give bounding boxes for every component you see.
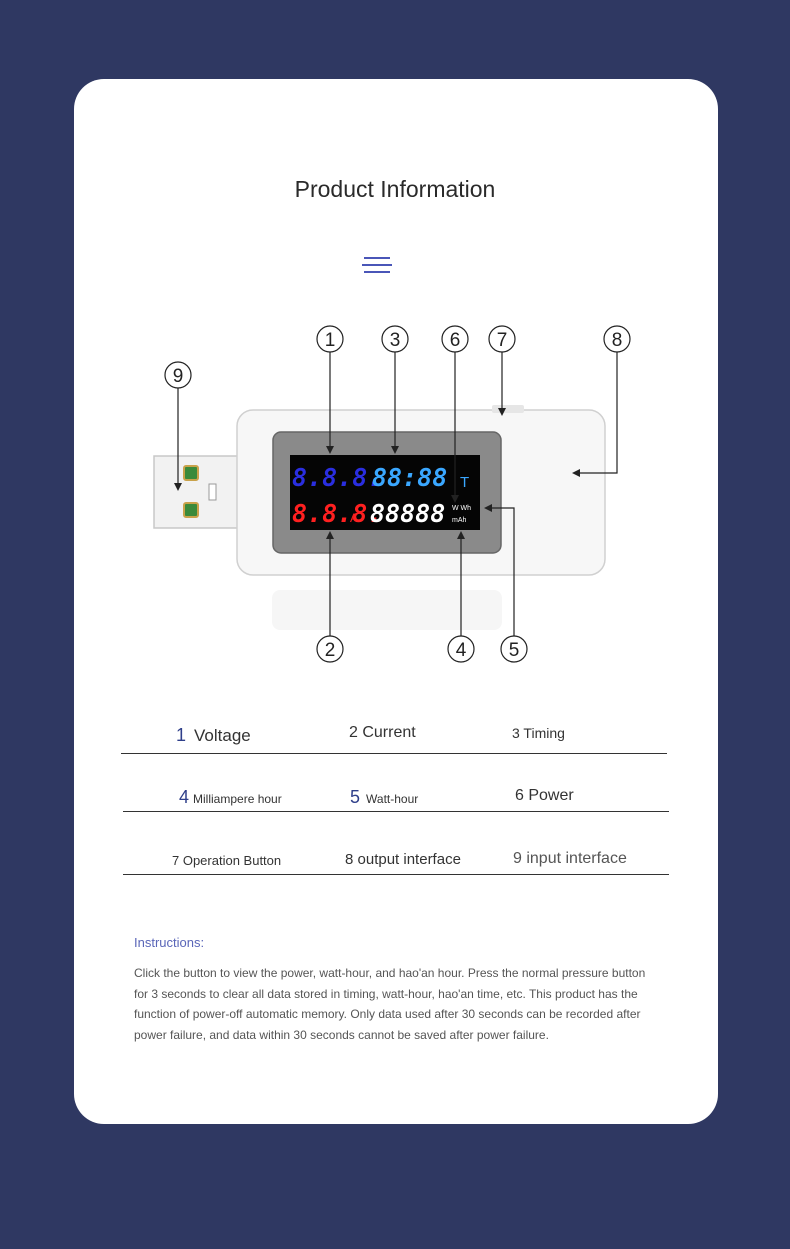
callout-9: 9 — [173, 366, 184, 387]
spec-label: 6 Power — [515, 787, 574, 804]
spec-label: Watt-hour — [366, 792, 419, 806]
capacity-unit: mAh — [452, 517, 467, 524]
spec-label: 3 Timing — [512, 725, 565, 741]
spec-label: 8 output interface — [345, 851, 461, 868]
spec-output-interface: 8 output interface — [345, 851, 461, 868]
operation-button[interactable] — [492, 405, 524, 413]
callout-8: 8 — [612, 330, 623, 351]
spec-voltage: 1 Voltage — [176, 725, 251, 746]
current-readout: 8.8.8. — [292, 499, 382, 528]
page-title: Product Information — [294, 176, 496, 202]
timing-readout: 88:88 — [372, 463, 447, 492]
spec-label: 7 Operation Button — [172, 853, 282, 868]
spec-label: 9 input interface — [513, 850, 627, 867]
callout-circles — [164, 325, 631, 663]
divider — [121, 753, 667, 754]
callout-5: 5 — [509, 640, 520, 661]
callout-2: 2 — [325, 640, 336, 661]
callout-4: 4 — [456, 640, 467, 661]
lcd-screen: 8.8.8. 88:88 T 8.8.8. A 88888 W Wh mAh — [272, 431, 502, 554]
spec-label: Voltage — [194, 726, 251, 745]
spec-number: 1 — [176, 725, 187, 745]
timing-unit: T — [460, 474, 469, 491]
callout-6: 6 — [450, 330, 461, 351]
callout-3: 3 — [390, 330, 401, 351]
callout-leaders — [177, 352, 618, 636]
callout-7: 7 — [497, 330, 508, 351]
product-diagram: 8.8.8. 88:88 T 8.8.8. A 88888 W Wh mAh — [153, 325, 631, 663]
instructions-heading: Instructions: — [134, 935, 205, 950]
current-unit: A — [350, 511, 358, 525]
instructions-body: Click the button to view the power, watt… — [134, 966, 646, 1042]
callout-1: 1 — [325, 330, 336, 351]
spec-number: 5 — [350, 787, 361, 807]
spec-watt-hour: 5 Watt-hour — [350, 787, 418, 808]
spec-current: 2 Current — [349, 724, 416, 742]
spec-input-interface: 9 input interface — [513, 850, 627, 868]
spec-number: 4 — [179, 787, 190, 807]
voltage-readout: 8.8.8. — [292, 463, 382, 492]
menu-lines-icon — [362, 257, 394, 277]
spec-label: 2 Current — [349, 724, 416, 741]
divider — [123, 874, 669, 875]
spec-label: Milliampere hour — [193, 792, 282, 806]
spec-power: 6 Power — [515, 787, 574, 805]
power-units: W Wh — [452, 505, 471, 512]
spec-timing: 3 Timing — [512, 725, 565, 741]
energy-readout: 88888 — [370, 499, 445, 528]
usb-plug — [153, 455, 243, 529]
spec-operation-button: 7 Operation Button — [172, 853, 281, 868]
callout-arrowheads — [174, 408, 580, 539]
divider — [123, 811, 669, 812]
